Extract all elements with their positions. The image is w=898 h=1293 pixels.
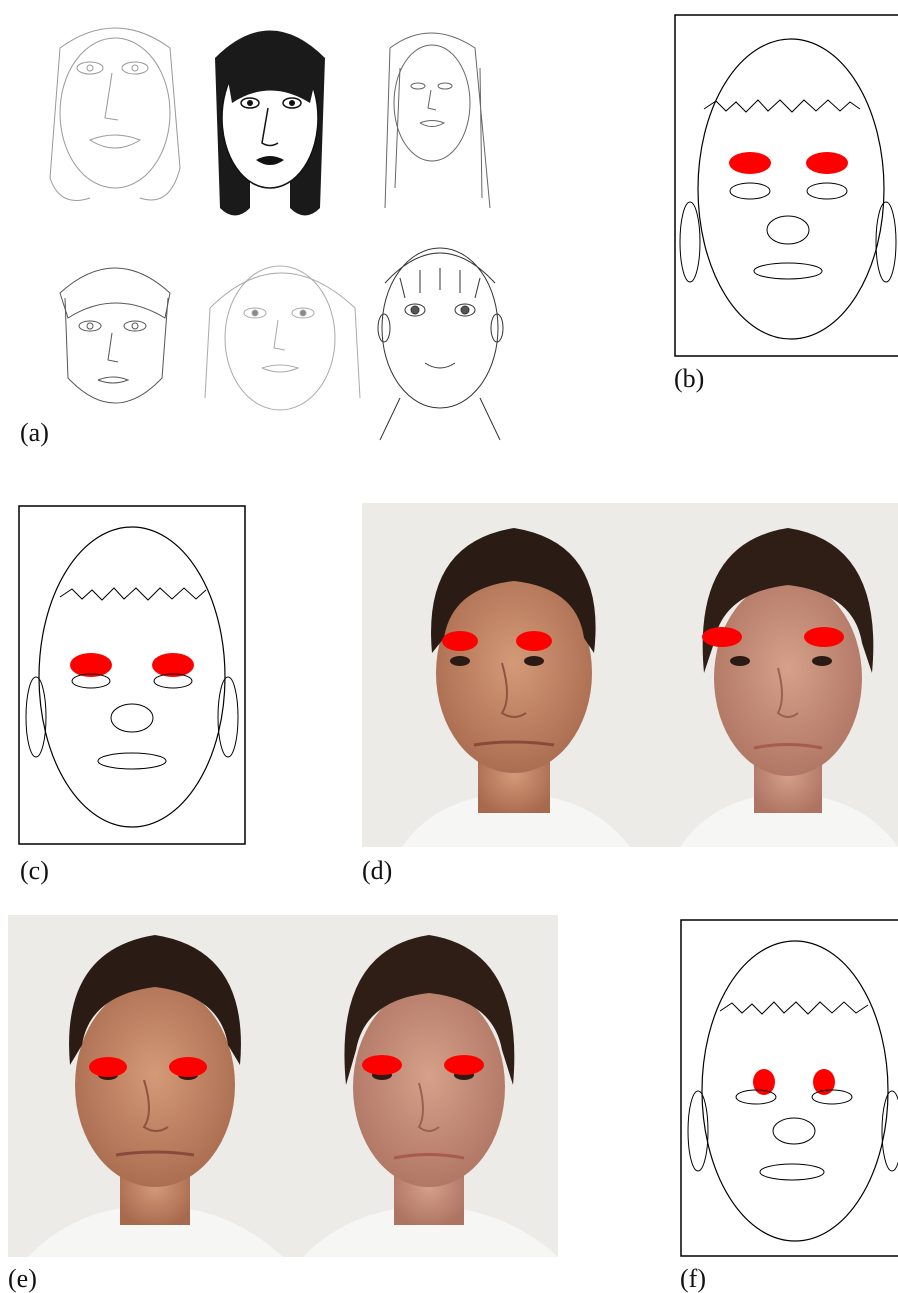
frame	[19, 506, 245, 844]
female-left-eye-highlight	[362, 1055, 402, 1075]
face-outline	[698, 39, 884, 339]
male-right-eye-highlight	[169, 1057, 207, 1077]
nose	[767, 216, 809, 244]
mouth	[760, 1164, 824, 1180]
drawing-5	[205, 266, 360, 410]
schematic-face-b	[674, 14, 898, 358]
panel-d	[362, 503, 898, 847]
schematic-face-c	[18, 505, 248, 847]
nose	[111, 704, 153, 732]
schematic-face-f	[680, 919, 898, 1259]
female-left-eyebrow-highlight	[702, 627, 742, 647]
mouth	[98, 753, 166, 769]
left-eyebrow-highlight	[70, 653, 112, 677]
left-eye	[730, 183, 770, 199]
left-ear	[26, 677, 46, 757]
drawing-6	[378, 248, 503, 440]
frame	[681, 920, 898, 1256]
hairline	[60, 588, 206, 600]
right-ear	[876, 202, 896, 282]
male-right-eyebrow-highlight	[516, 631, 552, 651]
panel-a	[20, 8, 550, 448]
drawing-2	[215, 31, 325, 216]
face-outline	[702, 941, 888, 1241]
face-outline	[39, 527, 225, 827]
female-right-eyebrow-highlight	[804, 627, 844, 647]
panel-f	[680, 919, 898, 1259]
panel-e	[8, 915, 558, 1257]
nose	[773, 1118, 815, 1144]
hairline	[704, 100, 860, 112]
panel-label-f: (f)	[680, 1266, 706, 1292]
female-right-eye-highlight	[444, 1055, 484, 1075]
right-eyebrow-highlight	[152, 653, 194, 677]
male-left-eye-highlight	[89, 1057, 127, 1077]
panel-label-d: (d)	[362, 858, 392, 884]
right-ear	[218, 677, 238, 757]
face-photos-d	[362, 503, 898, 847]
panel-label-e: (e)	[8, 1266, 37, 1292]
right-eye	[812, 1090, 852, 1104]
right-eye	[807, 183, 847, 199]
drawing-3	[385, 33, 490, 208]
face-photos-e	[8, 915, 558, 1257]
left-ear	[680, 202, 700, 282]
drawings-grid	[20, 8, 550, 448]
mouth	[754, 263, 822, 279]
panel-b	[674, 14, 898, 358]
panel-c	[18, 505, 248, 847]
left-eyebrow-highlight	[729, 152, 771, 174]
frame	[675, 15, 898, 356]
male-left-eyebrow-highlight	[442, 631, 478, 651]
right-eye-highlight	[813, 1069, 835, 1095]
panel-label-b: (b)	[674, 366, 704, 392]
drawing-1	[50, 28, 180, 201]
drawing-4	[60, 268, 170, 403]
panel-label-a: (a)	[20, 420, 49, 446]
left-eye	[736, 1090, 776, 1104]
left-eye-highlight	[753, 1069, 775, 1095]
hairline	[720, 1002, 868, 1014]
right-eyebrow-highlight	[806, 152, 848, 174]
panel-label-c: (c)	[20, 858, 49, 884]
